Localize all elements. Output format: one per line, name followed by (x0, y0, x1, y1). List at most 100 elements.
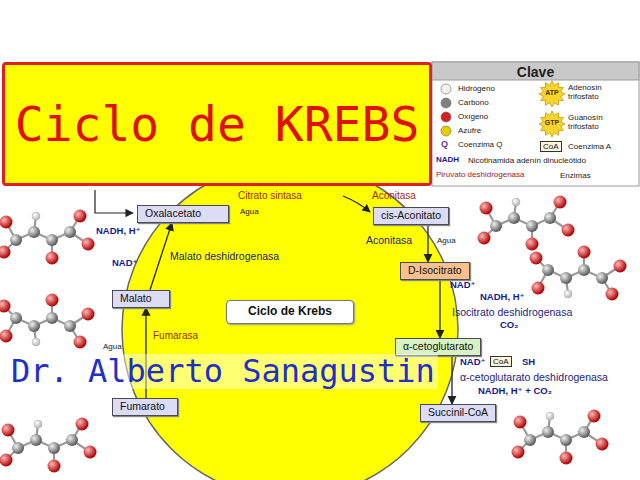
molecule (0, 294, 95, 349)
oxygen-atom (480, 202, 493, 215)
carbon-atom (48, 442, 60, 454)
carbon-atom (578, 426, 590, 438)
annotation-label: NAD⁺ (460, 357, 486, 368)
molecule (478, 196, 575, 251)
carbon-atom (46, 234, 58, 246)
legend-text: Oxígeno (458, 112, 488, 121)
carbon-atom (10, 234, 22, 246)
annotation-label: Citrato sintasa (238, 190, 302, 202)
molecule (512, 410, 609, 465)
annotation-label: Piruvato deshidrogenasa (436, 170, 525, 179)
metabolite-box: cis-Aconitato (373, 207, 449, 225)
carbon-atom (64, 226, 76, 238)
metabolite-box: Succinil-CoA (420, 404, 496, 422)
legend-text: Azufre (458, 126, 481, 135)
metabolite-box: D-Isocitrato (400, 262, 470, 280)
oxygen-atom (532, 282, 545, 295)
oxygen-atom (0, 454, 13, 467)
hydrogen-atom (32, 212, 40, 220)
annotation-label: SH (522, 357, 535, 368)
oxygen-atom (596, 438, 609, 451)
citrate-arrow (343, 196, 370, 212)
title-box: Ciclo de Krebs (226, 300, 354, 324)
legend-panel (432, 62, 639, 186)
annotation-label: Agua (103, 342, 122, 351)
node-text: α-cetoglutarato (403, 340, 473, 352)
legend-text: Carbono (458, 98, 489, 107)
annotation-label: NADH, H⁺ (96, 226, 141, 237)
oxygen-atom (0, 216, 13, 229)
legend-text: Enzimas (560, 171, 591, 180)
hydrogen-atom (546, 412, 554, 420)
carbon-atom (30, 434, 42, 446)
enzyme-label: Malato deshidrogenasa (170, 250, 279, 262)
legend-text: Adenosín trifosfato (568, 84, 630, 102)
annotation-label: NAD⁺ (450, 280, 476, 291)
legend-swatch (440, 97, 452, 109)
oxygen-atom (560, 452, 573, 465)
carbon-atom (578, 264, 590, 276)
oxygen-atom (526, 238, 539, 251)
annotation-label: Q (441, 139, 448, 149)
node-text: D-Isocitrato (408, 264, 462, 276)
carbon-atom (12, 442, 24, 454)
node-text: Malato (120, 292, 152, 304)
oxygen-atom (478, 232, 491, 245)
carbon-atom (596, 272, 608, 284)
hydrogen-atom (512, 198, 520, 206)
metabolite-box: Oxalacetato (137, 205, 229, 223)
molecule-group (0, 196, 627, 473)
oxygen-atom (0, 330, 13, 343)
legend-swatch (440, 83, 452, 95)
oxygen-atom (606, 288, 619, 301)
oxygen-atom (512, 446, 525, 459)
carbon-atom (28, 226, 40, 238)
molecule (0, 210, 95, 265)
atom-swatch (441, 126, 451, 136)
annotation-label: GTP (537, 119, 567, 127)
annotation-label: NADH, H⁺ + CO₂ (478, 386, 552, 397)
carbon-atom (46, 312, 58, 324)
oxygen-atom (84, 446, 97, 459)
annotation-label: Aconitasa (372, 190, 416, 202)
annotation-label: Agua (437, 236, 456, 245)
carbon-atom (544, 212, 556, 224)
annotation-label: ATP (537, 89, 567, 97)
oxygen-atom (82, 308, 95, 321)
reaction-arrow (427, 225, 428, 262)
legend-text: Coenzima A (568, 142, 611, 151)
node-text: Fumarato (120, 400, 165, 412)
legend-swatch (440, 125, 452, 137)
enzyme-label: Isocitrato deshidrogenasa (452, 306, 572, 318)
cycle-disc (122, 162, 458, 480)
oxygen-atom (2, 424, 15, 437)
enzyme-label: Fumarasa (153, 330, 198, 342)
oxygen-atom (554, 196, 567, 209)
oxygen-atom (578, 246, 591, 259)
annotation-label: Agua (240, 207, 259, 216)
annotation-label: CoA (540, 141, 562, 152)
carbon-atom (66, 434, 78, 446)
hydrogen-atom (564, 290, 572, 298)
legend-text: Guanosín trifosfato (568, 114, 630, 132)
carbon-atom (490, 220, 502, 232)
carbon-atom (10, 312, 22, 324)
reaction-arrow (439, 280, 440, 338)
legend-swatch (440, 111, 452, 123)
oxygen-atom (0, 300, 11, 313)
oxygen-atom (48, 460, 61, 473)
carbon-atom (542, 426, 554, 438)
metabolite-box: α-cetoglutarato (395, 338, 481, 356)
reaction-arrow (150, 223, 172, 290)
legend-text: Nicotinamida adenín dinucleótido (468, 156, 586, 165)
metabolite-box: Malato (112, 290, 170, 308)
reaction-arrow (451, 356, 452, 404)
node-text: Oxalacetato (145, 207, 201, 219)
title-text: Ciclo de KREBS (15, 96, 420, 152)
annotation-label: CoA (490, 356, 512, 367)
oxygen-atom (82, 238, 95, 251)
node-text: cis-Aconitato (381, 209, 441, 221)
legend-text: Coenzima Q (458, 140, 502, 149)
hydrogen-atom (34, 420, 42, 428)
